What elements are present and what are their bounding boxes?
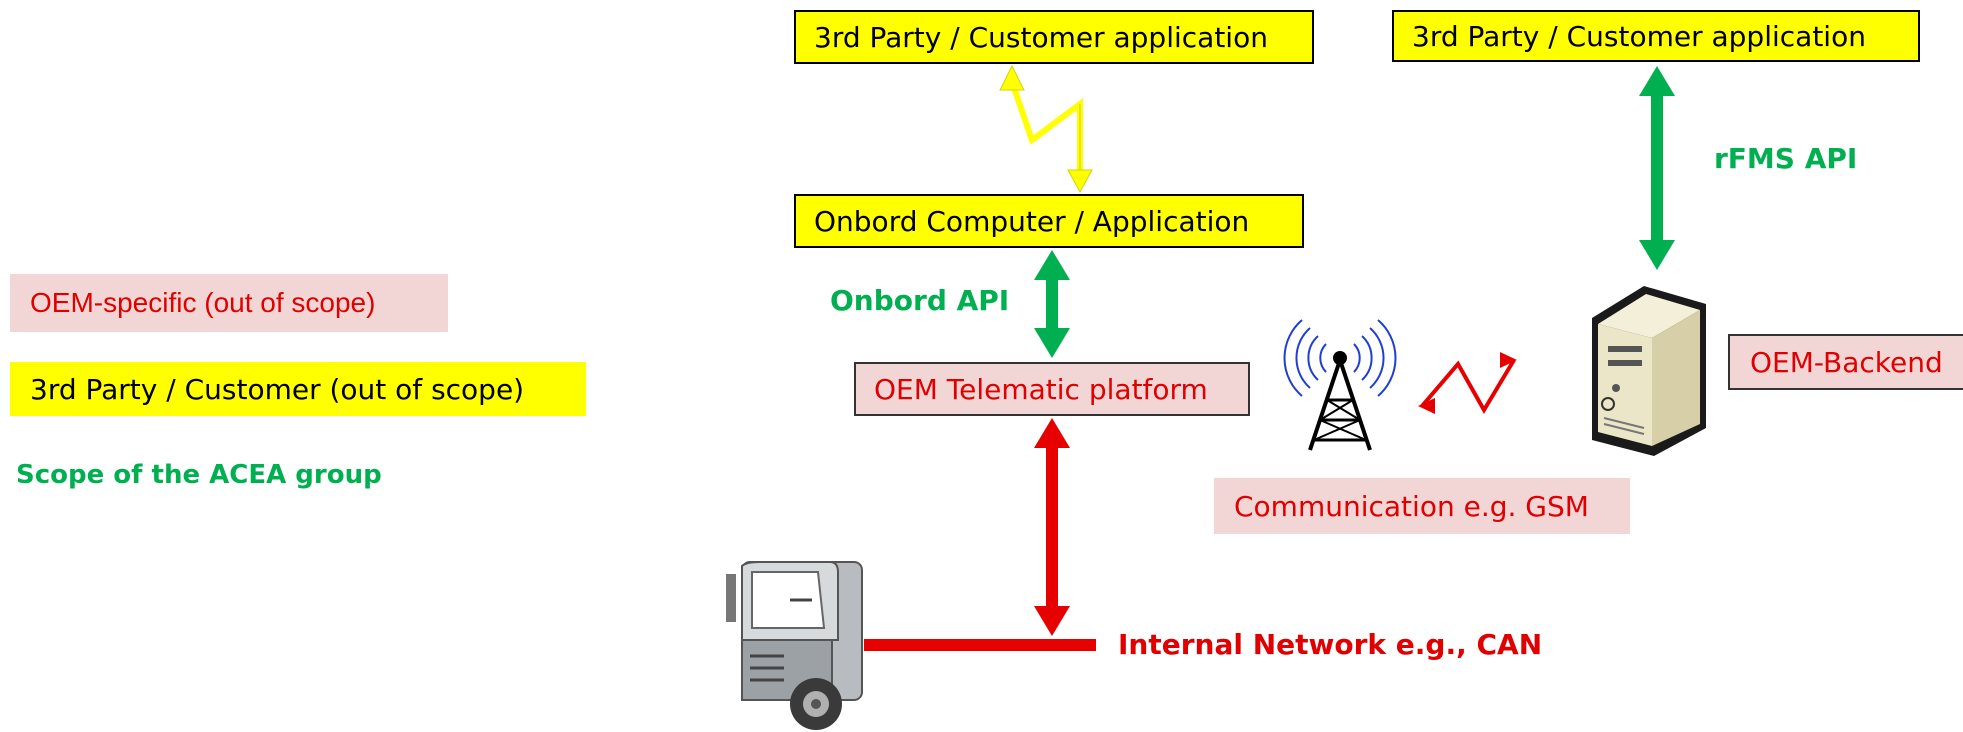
- internal-network-label: Internal Network e.g., CAN: [1118, 628, 1543, 661]
- yellow-lightning-link: [999, 64, 1093, 194]
- server-icon: [1592, 286, 1706, 456]
- oem-telematic-platform-box: OEM Telematic platform: [854, 362, 1250, 416]
- truck-icon: [726, 561, 863, 730]
- legend-third-party: 3rd Party / Customer (out of scope): [10, 362, 586, 416]
- onboard-computer-box: Onbord Computer / Application: [794, 194, 1304, 248]
- legend-acea-scope: Scope of the ACEA group: [16, 460, 382, 490]
- rfms-api-label: rFMS API: [1714, 142, 1858, 175]
- third-party-app-left: 3rd Party / Customer application: [794, 10, 1314, 64]
- third-party-app-right: 3rd Party / Customer application: [1392, 10, 1920, 62]
- oem-backend-box: OEM-Backend: [1728, 334, 1963, 390]
- rfms-api-arrow: [1639, 66, 1675, 270]
- onboard-api-label: Onbord API: [830, 284, 1010, 317]
- red-lightning-link: [1418, 352, 1517, 414]
- internal-network-arrow: [1034, 418, 1070, 636]
- onboard-api-arrow: [1034, 250, 1070, 358]
- communication-box: Communication e.g. GSM: [1214, 478, 1630, 534]
- legend-oem-specific: OEM-specific (out of scope): [10, 274, 448, 332]
- radio-tower-icon: [1283, 319, 1397, 451]
